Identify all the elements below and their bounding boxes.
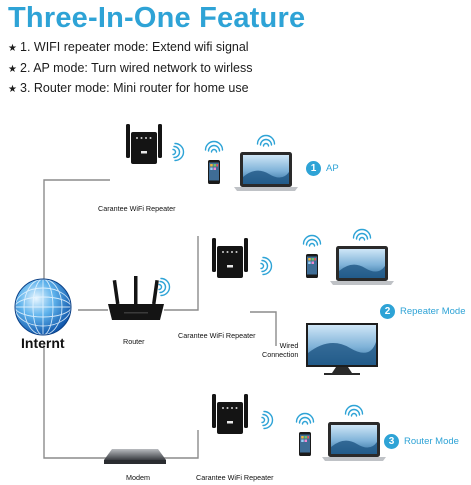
repeater-ap-label: Carantee WiFi Repeater [98, 204, 176, 213]
laptop-icon [234, 152, 298, 191]
router-device [108, 276, 164, 320]
smartphone-icon [208, 160, 220, 184]
laptop-icon [330, 246, 394, 285]
mode-number-badge: 2 [380, 304, 395, 319]
connection-lines [43, 179, 277, 459]
globe-icon [14, 278, 72, 336]
mode-router: 3 Router Mode [384, 434, 459, 449]
mode-label: Router Mode [404, 436, 459, 447]
feature-item: ★2. AP mode: Turn wired network to wirle… [8, 59, 253, 80]
smartphone-icon [299, 432, 311, 456]
laptop-icon [322, 422, 386, 461]
feature-item: ★1. WIFI repeater mode: Extend wifi sign… [8, 38, 253, 59]
repeater-mode-device [212, 238, 248, 278]
page-title: Three-In-One Feature [8, 2, 306, 34]
mode-number-badge: 1 [306, 161, 321, 176]
feature-item: ★3. Router mode: Mini router for home us… [8, 79, 253, 100]
wifi-icon [204, 140, 224, 153]
star-icon: ★ [8, 63, 17, 75]
modem-device [104, 449, 166, 464]
mode-label: AP [326, 163, 339, 174]
wifi-icon [302, 234, 322, 247]
internet-label: Internt [21, 335, 65, 351]
router-label: Router [123, 337, 145, 346]
monitor-icon [306, 323, 378, 375]
wifi-icon [261, 410, 274, 430]
star-icon: ★ [8, 84, 17, 95]
wifi-icon [172, 142, 185, 162]
smartphone-icon [306, 254, 318, 278]
modem-label: Modem [126, 473, 150, 482]
repeater-mode-label: Carantee WiFi Repeater [178, 331, 256, 340]
repeater-router-device [212, 394, 248, 434]
mode-label: Repeater Mode [400, 306, 466, 317]
mode-repeater: 2 Repeater Mode [380, 304, 465, 319]
mode-number-badge: 3 [384, 434, 399, 449]
wifi-icon [352, 228, 372, 241]
star-icon: ★ [8, 43, 17, 54]
wifi-icon [256, 134, 276, 147]
wifi-icon [344, 404, 364, 417]
repeater-router-label: Carantee WiFi Repeater [196, 473, 274, 482]
wired-connection-label: Wired Connection [262, 341, 299, 359]
feature-list: ★1. WIFI repeater mode: Extend wifi sign… [8, 38, 253, 100]
wifi-icon [158, 277, 171, 297]
wifi-icon [260, 256, 273, 276]
mode-ap: 1 AP [306, 161, 339, 176]
repeater-ap-device [126, 124, 162, 164]
wifi-icon [295, 412, 315, 425]
